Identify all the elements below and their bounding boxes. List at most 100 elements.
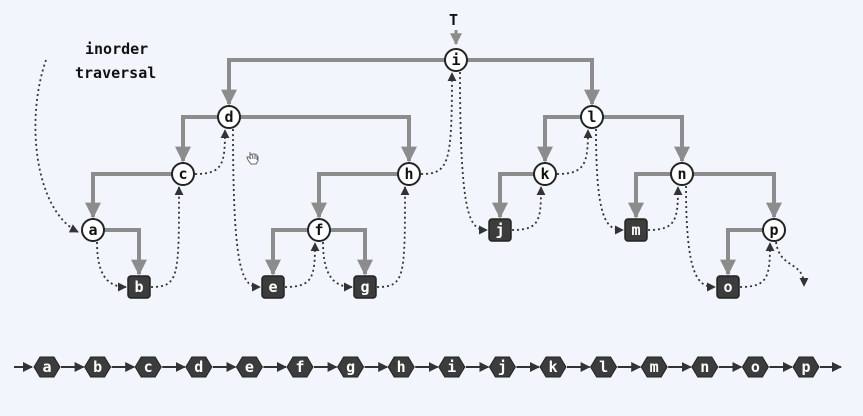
sequence-label-j: j: [498, 358, 507, 376]
thread-d-e: [232, 128, 261, 292]
sequence-item-n: n: [691, 356, 719, 378]
sequence-label-n: n: [700, 358, 709, 376]
tree-node-c: c: [171, 162, 195, 186]
thread-j-k: [511, 186, 546, 231]
tree-node-label-j: j: [495, 221, 504, 239]
tree-node-f: f: [307, 218, 331, 242]
sequence-label-f: f: [295, 358, 304, 376]
sequence-label-c: c: [144, 358, 153, 376]
edge-c-a: [85, 172, 183, 219]
tree-node-label-h: h: [404, 165, 413, 183]
edge-d-h: [229, 115, 417, 163]
root-pointer-label: T: [449, 11, 458, 29]
tree-node-l: l: [580, 105, 604, 129]
edge-a-b: [93, 228, 147, 276]
tree-node-m: m: [624, 218, 648, 242]
edge-n-p: [682, 172, 782, 219]
sequence-label-b: b: [93, 358, 102, 376]
sequence-label-d: d: [194, 358, 203, 376]
tree-node-label-l: l: [587, 108, 596, 126]
thread-k-l: [556, 129, 593, 175]
tree-node-label-p: p: [769, 221, 778, 239]
edge-f-e: [265, 228, 319, 276]
sequence-item-h: h: [387, 356, 415, 378]
sequence-label-e: e: [245, 358, 254, 376]
thread-l-m: [595, 128, 624, 235]
tree-node-j: j: [488, 218, 512, 242]
thread-o-p: [739, 242, 775, 288]
sequence-item-c: c: [134, 356, 162, 378]
tree-node-label-i: i: [451, 51, 460, 69]
tree-node-label-d: d: [224, 108, 233, 126]
tree-node-d: d: [217, 105, 241, 129]
edge-p-o: [720, 228, 774, 276]
tree-node-label-c: c: [178, 165, 187, 183]
edge-l-k: [537, 115, 592, 163]
sequence-item-f: f: [286, 356, 314, 378]
traversal-thread: [34, 59, 809, 292]
thread-e-f: [284, 242, 320, 288]
hand-pointer-icon: [246, 152, 259, 165]
sequence-label-p: p: [801, 358, 810, 376]
tree-node-n: n: [670, 162, 694, 186]
thread-start: [34, 59, 79, 233]
thread-g-h: [376, 186, 410, 288]
tree-node-label-a: a: [88, 221, 97, 239]
sequence-item-g: g: [337, 356, 365, 378]
caption-line-1: inorder: [85, 40, 148, 58]
edge-i-d: [221, 58, 456, 106]
sequence-item-k: k: [539, 356, 567, 378]
tree-node-k: k: [533, 162, 557, 186]
thread-m-n: [647, 186, 683, 231]
tree-node-label-g: g: [360, 278, 369, 296]
sequence-label-a: a: [42, 358, 51, 376]
thread-c-d: [194, 129, 230, 175]
edge-n-m: [628, 172, 682, 219]
sequence-item-j: j: [488, 356, 516, 378]
caption-line-2: traversal: [75, 64, 156, 82]
tree-node-p: p: [762, 218, 786, 242]
sequence-item-l: l: [590, 356, 618, 378]
tree-node-label-b: b: [134, 278, 143, 296]
tree-node-h: h: [397, 162, 421, 186]
sequence-label-g: g: [346, 358, 355, 376]
thread-end: [775, 241, 809, 287]
edge-h-f: [311, 172, 409, 219]
sequence-label-i: i: [447, 358, 456, 376]
tree-node-label-k: k: [540, 165, 549, 183]
sequence-label-l: l: [599, 358, 608, 376]
sequence-item-m: m: [640, 356, 668, 378]
thread-b-c: [150, 186, 184, 288]
tree-node-i: i: [444, 48, 468, 72]
sequence-item-a: a: [33, 356, 61, 378]
edge-k-j: [492, 172, 545, 219]
edge-d-c: [175, 115, 229, 163]
sequence-item-p: p: [792, 356, 820, 378]
tree-node-e: e: [261, 275, 285, 299]
edge-l-n: [592, 115, 690, 163]
sequence-label-o: o: [751, 358, 760, 376]
tree-node-label-m: m: [631, 221, 640, 239]
sequence-item-b: b: [84, 356, 112, 378]
tree-node-b: b: [127, 275, 151, 299]
tree-node-label-o: o: [723, 278, 732, 296]
tree-nodes: a b c d e f g h i j k l m n o p: [81, 48, 786, 299]
sequence-label-m: m: [650, 358, 659, 376]
tree-node-g: g: [353, 275, 377, 299]
sequence-item-i: i: [438, 356, 466, 378]
tree-node-a: a: [81, 218, 105, 242]
edge-i-l: [456, 58, 600, 106]
sequence-label-k: k: [548, 358, 557, 376]
sequence-label-h: h: [397, 358, 406, 376]
traversal-sequence: a b c d e f g h i j k l m n o p: [14, 356, 842, 378]
thread-n-o: [685, 185, 716, 292]
edge-f-g: [319, 228, 373, 276]
sequence-item-e: e: [235, 356, 263, 378]
tree-node-label-f: f: [314, 221, 323, 239]
sequence-item-o: o: [741, 356, 769, 378]
tree-node-label-n: n: [677, 165, 686, 183]
tree-edges: [85, 30, 782, 276]
tree-node-o: o: [716, 275, 740, 299]
thread-h-i: [420, 72, 457, 175]
